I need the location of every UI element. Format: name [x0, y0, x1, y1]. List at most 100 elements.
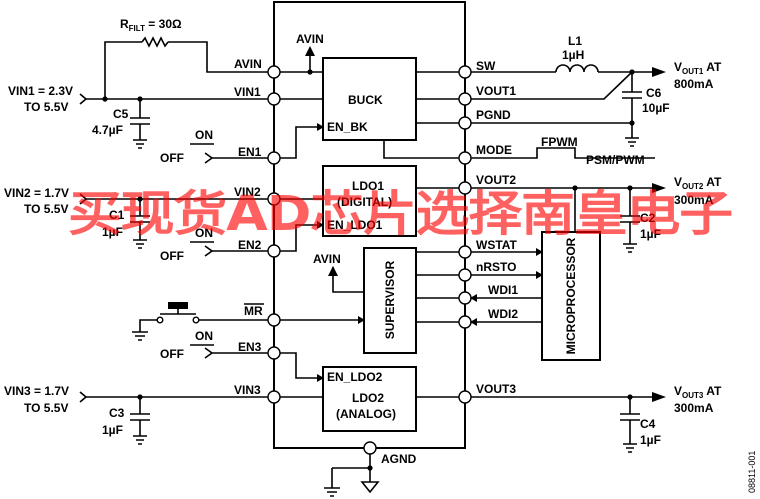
- pin-wdi2: [458, 315, 472, 329]
- pin-mode: [458, 151, 472, 165]
- supervisor-block: SUPERVISOR: [363, 247, 417, 354]
- c1-label: C1: [109, 208, 125, 222]
- en3-off-label: OFF: [160, 347, 184, 361]
- pin-vin2-label: VIN2: [234, 185, 261, 199]
- vout2-network: C2 1µF VOUT2 AT 300mA: [620, 175, 722, 253]
- pin-en1: [267, 151, 281, 165]
- en3-switch: ON OFF: [160, 329, 268, 361]
- c5-label: C5: [113, 107, 129, 121]
- fpwm-label: FPWM: [541, 135, 578, 149]
- pin-vout2-label: VOUT2: [476, 173, 516, 187]
- pin-vin3-label: VIN3: [234, 383, 261, 397]
- pin-nrsto: [458, 268, 472, 282]
- rfilt-label: RFILT = 30Ω: [120, 17, 182, 33]
- vin1-label-line2: TO 5.5V: [24, 100, 68, 114]
- pin-wstat: [458, 245, 472, 259]
- pin-nrsto-label: nRSTO: [476, 260, 516, 274]
- pin-wdi1: [458, 291, 472, 305]
- pin-en1-label: EN1: [238, 145, 262, 159]
- vout1-network: L1 1µH C6 10µF VOUT1 AT 800mA: [555, 34, 722, 147]
- pin-mode-label: MODE: [476, 143, 512, 157]
- pin-en3-label: EN3: [238, 340, 262, 354]
- pin-vout3-label: VOUT3: [476, 382, 516, 396]
- vin1-network: VIN1 = 2.3V TO 5.5V RFILT = 30Ω C5 4.7µF: [8, 17, 268, 149]
- c4-label: C4: [640, 417, 656, 431]
- pin-vout3: [458, 390, 472, 404]
- supervisor-label: SUPERVISOR: [383, 260, 397, 339]
- pin-en3: [267, 346, 281, 360]
- mr-pushbutton: [132, 302, 268, 341]
- pin-vout1: [458, 92, 472, 106]
- avin-top-label: AVIN: [296, 32, 324, 46]
- vin3-label-line1: VIN3 = 1.7V: [4, 384, 69, 398]
- pin-wdi1-label: WDI1: [488, 283, 518, 297]
- pin-agnd-label: AGND: [381, 452, 417, 466]
- vin3-network: VIN3 = 1.7V TO 5.5V C3 1µF: [4, 384, 268, 445]
- en-bk-label: EN_BK: [327, 120, 368, 134]
- vin2-label-line1: VIN2 = 1.7V: [4, 186, 69, 200]
- en1-switch: ON OFF: [160, 128, 268, 165]
- c2-value: 1µF: [640, 227, 661, 241]
- en-ldo2-label: EN_LDO2: [327, 370, 383, 384]
- buck-label: BUCK: [348, 93, 383, 107]
- c6-label: C6: [646, 86, 662, 100]
- vin2-network: VIN2 = 1.7V TO 5.5V C1 1µF: [4, 186, 268, 249]
- ldo1-block: LDO1 (DIGITAL) EN_LDO1: [322, 165, 417, 237]
- pin-pgnd-label: PGND: [476, 108, 511, 122]
- pin-avin: [267, 65, 281, 79]
- pin-vin1-label: VIN1: [234, 85, 261, 99]
- psm-pwm-label: PSM/PWM: [586, 153, 645, 167]
- ldo1-label: LDO1: [352, 179, 384, 193]
- c3-label: C3: [109, 406, 125, 420]
- ldo2-block: EN_LDO2 LDO2 (ANALOG): [322, 366, 417, 432]
- pin-en2-label: EN2: [238, 238, 262, 252]
- pin-pgnd: [458, 116, 472, 130]
- left-pins: AVIN VIN1 EN1 VIN2 EN2 MR EN3 VIN3: [234, 57, 365, 404]
- c2-label: C2: [640, 211, 656, 225]
- en1-on-label: ON: [195, 128, 213, 142]
- pin-mr: [267, 313, 281, 327]
- buck-block: BUCK EN_BK: [322, 57, 417, 141]
- vout2-label: VOUT2 AT: [674, 175, 722, 191]
- figure-id: 08811-001: [747, 451, 757, 493]
- en-ldo1-label: EN_LDO1: [327, 218, 383, 232]
- pin-en2: [267, 244, 281, 258]
- pin-wdi2-label: WDI2: [488, 307, 518, 321]
- vout2-current: 300mA: [674, 193, 714, 207]
- vout3-label: VOUT3 AT: [674, 384, 722, 400]
- c6-value: 10µF: [642, 101, 670, 115]
- c1-value: 1µF: [102, 225, 123, 239]
- pin-vin1: [267, 92, 281, 106]
- c3-value: 1µF: [102, 423, 123, 437]
- vin1-label-line1: VIN1 = 2.3V: [8, 84, 73, 98]
- en1-off-label: OFF: [160, 151, 184, 165]
- vout3-network: C4 1µF VOUT3 AT 300mA: [620, 384, 722, 453]
- en2-switch: ON OFF: [160, 226, 268, 263]
- microprocessor-label: MICROPROCESSOR: [564, 237, 578, 354]
- en2-on-label: ON: [195, 226, 213, 240]
- right-pins: SW VOUT1 PGND MODE FPWM PSM/PWM VOUT2 WS…: [383, 59, 666, 404]
- ldo2-label: LDO2: [352, 391, 384, 405]
- vin3-label-line2: TO 5.5V: [24, 401, 68, 415]
- pin-wstat-label: WSTAT: [476, 238, 518, 252]
- vout1-label: VOUT1 AT: [674, 60, 722, 76]
- vout3-current: 300mA: [674, 401, 714, 415]
- l1-value: 1µH: [562, 48, 584, 62]
- pin-mr-label: MR: [244, 304, 263, 318]
- microprocessor-block: MICROPROCESSOR: [541, 231, 601, 361]
- en2-off-label: OFF: [160, 249, 184, 263]
- ldo1-digital-label: (DIGITAL): [337, 195, 392, 209]
- c5-value: 4.7µF: [92, 123, 123, 137]
- vin2-label-line2: TO 5.5V: [24, 202, 68, 216]
- avin-supervisor-label: AVIN: [313, 252, 341, 266]
- pin-agnd: [363, 441, 377, 455]
- c4-value: 1µF: [640, 433, 661, 447]
- pin-vout1-label: VOUT1: [476, 84, 516, 98]
- ldo2-analog-label: (ANALOG): [336, 407, 396, 421]
- pin-vin3: [267, 390, 281, 404]
- vout1-current: 800mA: [674, 77, 714, 91]
- l1-label: L1: [568, 34, 582, 48]
- en3-on-label: ON: [195, 329, 213, 343]
